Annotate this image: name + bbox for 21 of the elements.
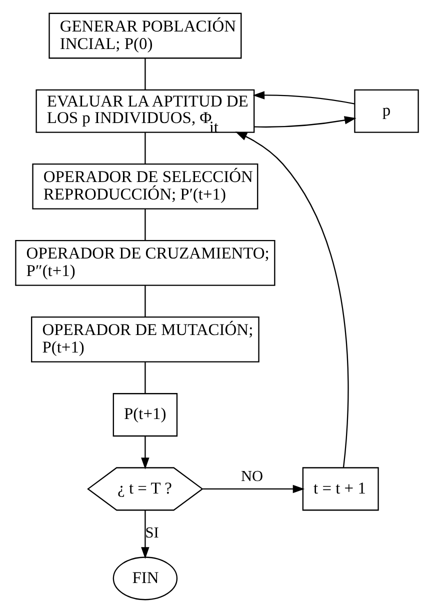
node-box: OPERADOR DE MUTACIÓN; P(t+1) — [30, 316, 259, 362]
node-box: P(t+1) — [112, 393, 178, 437]
arrow — [140, 510, 149, 559]
arrow — [252, 91, 354, 104]
node-box: OPERADOR DE SELECCIÓN REPRODUCCIÓN; P′(t+1) — [32, 163, 258, 210]
node-box: p — [354, 89, 418, 133]
edge-label: SI — [144, 524, 158, 542]
arrow — [140, 436, 149, 470]
node-box: GENERAR POBLACIÓN INCIAL; P(0) — [48, 12, 242, 59]
connector — [144, 209, 146, 240]
connector — [144, 286, 146, 317]
connector — [144, 362, 146, 394]
arrow — [202, 484, 304, 494]
arrow — [254, 116, 356, 128]
connector — [144, 132, 146, 164]
node-ellipse: FIN — [112, 556, 178, 600]
arrow — [234, 132, 348, 468]
node-box: t = t + 1 — [302, 467, 378, 511]
node-box: OPERADOR DE CRUZAMIENTO; P″(t+1) — [14, 240, 275, 286]
connector — [144, 58, 146, 90]
edge-label: NO — [240, 468, 263, 486]
